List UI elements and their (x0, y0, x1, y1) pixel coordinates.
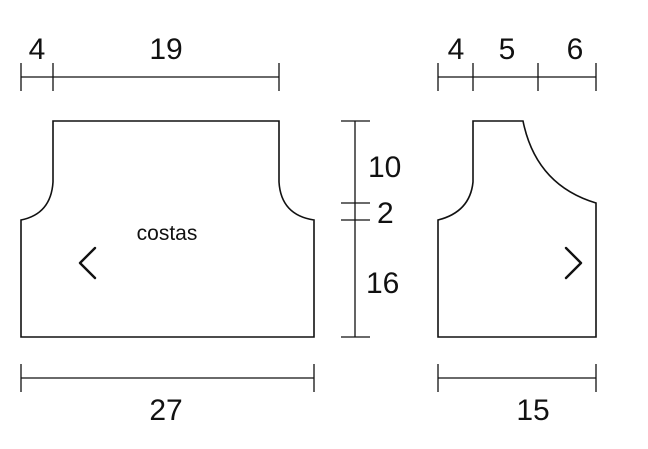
back-neck-dim-label: 19 (149, 33, 182, 66)
prev-button-hit-area[interactable] (66, 238, 106, 288)
back-top-dimension (20, 63, 280, 91)
front-bottom-dim-label: 15 (516, 394, 549, 427)
front-bottom-dimension (437, 364, 597, 392)
chevron-left-icon[interactable] (78, 246, 97, 280)
height-lower-label: 16 (366, 267, 399, 300)
height-upper-label: 10 (368, 151, 401, 184)
front-middle-dim-label: 5 (499, 33, 516, 66)
prev-button[interactable] (66, 238, 106, 288)
next-button[interactable] (552, 238, 592, 288)
back-piece-label: costas (137, 222, 198, 245)
next-button-hit-area[interactable] (552, 238, 592, 288)
front-shoulder-dim-label: 4 (448, 33, 465, 66)
back-shoulder-dim-label: 4 (29, 33, 46, 66)
height-middle-label: 2 (377, 197, 394, 230)
height-dimension (341, 120, 370, 338)
chevron-right-icon[interactable] (564, 246, 583, 280)
back-bottom-dimension (20, 364, 315, 392)
front-neck-dim-label: 6 (567, 33, 584, 66)
back-bottom-dim-label: 27 (149, 394, 182, 427)
back-piece-outline (20, 120, 315, 338)
front-top-dimension (437, 63, 597, 91)
front-piece-outline (437, 120, 597, 338)
